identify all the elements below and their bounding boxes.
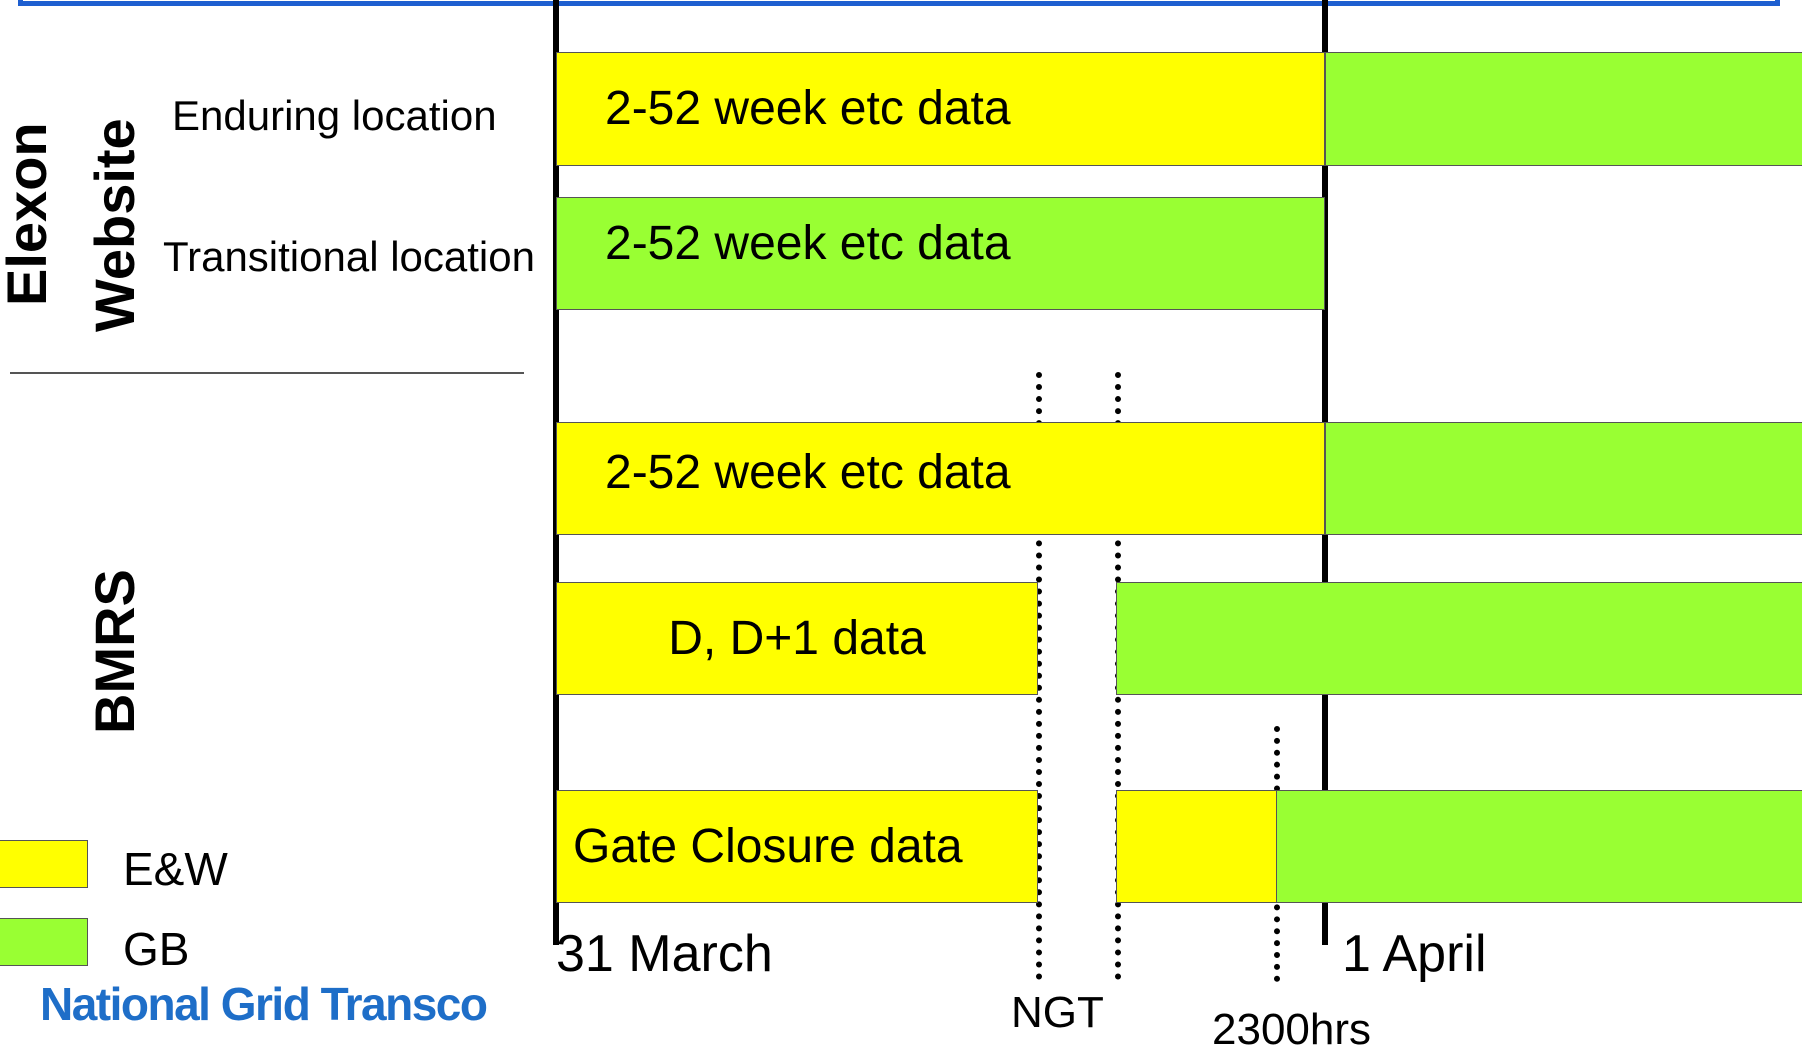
timeline-start-label: 31 March [556,925,773,983]
bar-transitional-gb: 2-52 week etc data [556,197,1325,310]
bar-bmrs-gate-label: Gate Closure data [573,819,963,873]
row-label-enduring: Enduring location [172,92,497,139]
ngt-marker-line-1 [1036,372,1042,980]
bar-bmrs-d-label: D, D+1 data [668,611,926,665]
bar-bmrs-week-ew: 2-52 week etc data [556,422,1325,535]
ngt-marker-label: NGT [1011,988,1104,1037]
legend-label-gb: GB [123,923,190,975]
row-label-transitional: Transitional location [163,233,535,280]
legend-swatch-ew [0,840,88,888]
group-label-website: Website [83,118,146,332]
group-label-elexon: Elexon [0,122,58,306]
bar-bmrs-gate-gb [1276,790,1802,903]
section-divider [10,372,524,374]
bar-bmrs-week-gb [1325,422,1802,535]
legend-swatch-gb [0,918,88,966]
legend-label-ew: E&W [123,843,228,895]
bar-enduring-label: 2-52 week etc data [605,82,1011,135]
bar-enduring-gb [1325,52,1802,166]
bar-enduring-ew: 2-52 week etc data [556,52,1325,166]
bar-bmrs-d-ew: D, D+1 data [556,582,1038,695]
2300hrs-marker-label: 2300hrs [1212,1005,1372,1054]
bar-bmrs-gate-ew-transition [1116,790,1277,903]
timeline-end-label: 1 April [1342,925,1487,983]
bar-bmrs-d-gb [1116,582,1802,695]
national-grid-transco-logo: National Grid Transco [40,978,488,1030]
bar-bmrs-week-label: 2-52 week etc data [605,446,1011,499]
bar-transitional-label: 2-52 week etc data [605,217,1011,270]
bar-bmrs-gate-ew: Gate Closure data [556,790,1038,903]
top-frame-border [18,0,1780,6]
group-label-bmrs: BMRS [83,569,146,734]
